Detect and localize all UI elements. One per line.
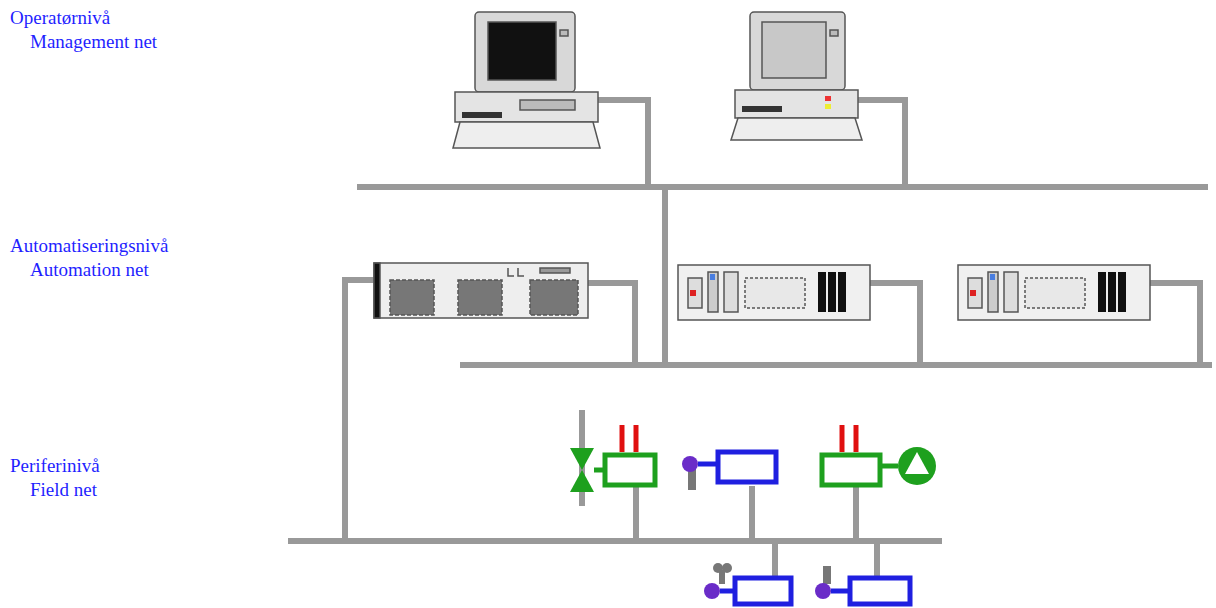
cable <box>870 283 920 365</box>
drop <box>853 485 859 541</box>
network-name: Automation net <box>30 260 149 281</box>
valve-actuator <box>570 410 655 506</box>
cable <box>598 100 648 187</box>
sensor <box>815 566 910 604</box>
controller-rack <box>374 263 588 318</box>
cable <box>858 100 905 187</box>
controller <box>678 265 870 320</box>
drop <box>874 541 880 578</box>
bus-lines <box>288 100 1212 578</box>
management-bus <box>357 184 1208 190</box>
drop <box>633 485 639 541</box>
level-name: Operatørnivå <box>10 8 110 29</box>
controller <box>958 265 1150 320</box>
uplink <box>662 187 668 365</box>
computer <box>453 12 600 148</box>
cable <box>1150 283 1200 365</box>
drop <box>772 541 778 578</box>
drop <box>749 486 755 541</box>
cable <box>588 283 635 365</box>
cable <box>345 280 374 541</box>
sensor <box>682 452 776 490</box>
automation-bus <box>460 362 1212 368</box>
level-name: Automatiseringsnivå <box>10 236 168 257</box>
network-name: Management net <box>30 32 157 53</box>
level-name: Periferinivå <box>10 456 100 477</box>
computer <box>731 12 862 140</box>
sensor <box>704 563 791 604</box>
pump-drive <box>822 425 936 485</box>
network-name: Field net <box>30 480 97 501</box>
field-bus <box>288 538 942 544</box>
